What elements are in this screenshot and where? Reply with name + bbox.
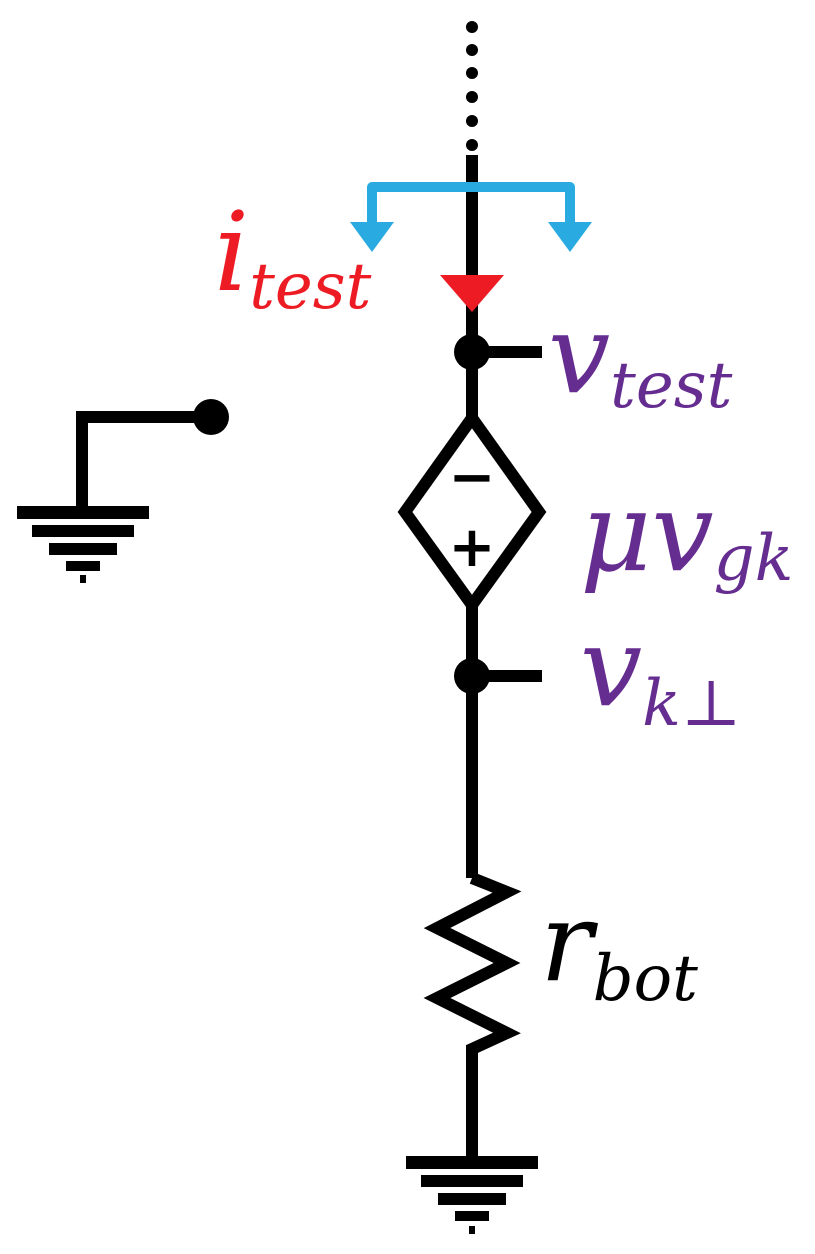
resistor-label: rbot <box>540 878 698 1016</box>
dotted-continuation <box>466 21 478 151</box>
left-ground-icon <box>17 506 149 583</box>
grid-terminal-dot <box>193 399 229 435</box>
dependent-voltage-source: − + <box>397 407 547 616</box>
left-ground-terminal <box>17 399 229 583</box>
dependent-source-label: μvgk <box>580 468 793 596</box>
test-voltage-label: vtest <box>548 290 733 423</box>
branch-arrows <box>350 182 592 252</box>
main-wire <box>466 155 542 1160</box>
cathode-voltage-label: vk⊥ <box>580 603 741 741</box>
test-current-label: itest <box>214 188 372 324</box>
resistor-zigzag <box>423 872 522 1063</box>
source-minus-sign: − <box>449 445 496 510</box>
test-node <box>454 334 490 370</box>
test-current-arrow-icon <box>440 275 504 312</box>
ground-icon <box>406 1156 538 1234</box>
cathode-node <box>454 658 490 694</box>
source-plus-sign: + <box>449 515 496 580</box>
